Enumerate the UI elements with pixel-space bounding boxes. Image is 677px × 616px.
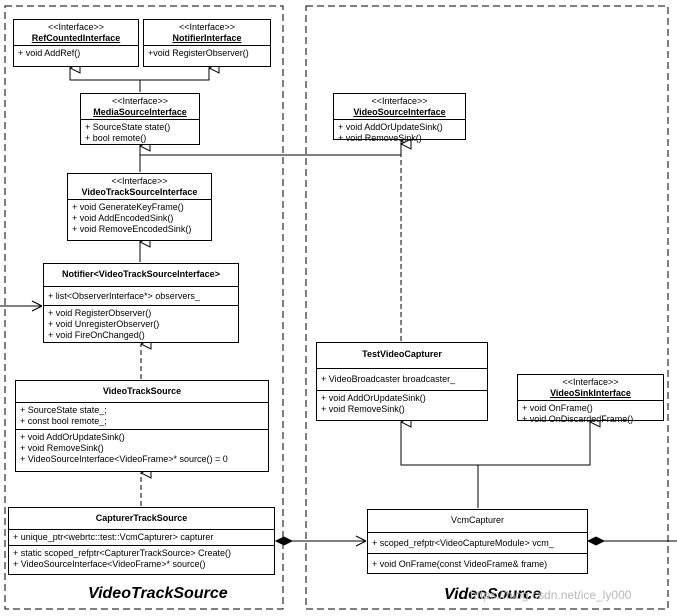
class-header: CapturerTrackSource [9, 508, 274, 530]
class-name: VideoTrackSourceInterface [81, 187, 198, 197]
method-item: + VideoSourceInterface<VideoFrame>* sour… [20, 454, 228, 464]
method-item: + void FireOnChanged() [48, 330, 145, 340]
method-item: + VideoSourceInterface<VideoFrame>* sour… [13, 559, 206, 569]
class-videosinkinterface[interactable]: <<Interface>> VideoSinkInterface + void … [517, 374, 664, 424]
class-name: CapturerTrackSource [95, 513, 188, 523]
class-header: <<Interface>> VideoSinkInterface [518, 375, 663, 401]
class-notifier[interactable]: Notifier<VideoTrackSourceInterface> + li… [43, 263, 239, 343]
methods-section: + void AddRef() [14, 46, 138, 61]
stereotype-label: <<Interface>> [178, 22, 236, 32]
class-name: VcmCapturer [450, 515, 504, 525]
class-name: VideoTrackSource [102, 386, 182, 396]
method-item: + void OnFrame() [522, 403, 593, 413]
class-header: <<Interface>> NotifierInterface [144, 20, 270, 46]
stereotype-label: <<Interface>> [111, 176, 168, 186]
methods-section: + static scoped_refptr<CapturerTrackSour… [9, 546, 274, 572]
stereotype-label: <<Interface>> [47, 22, 105, 32]
class-videotracksourceinterface[interactable]: <<Interface>> VideoTrackSourceInterface … [67, 173, 212, 241]
class-name: VideoSourceInterface [353, 107, 446, 117]
method-item: + SourceState state() [85, 122, 171, 132]
method-item: + void UnregisterObserver() [48, 319, 160, 329]
attribute-item: + scoped_refptr<VideoCaptureModule> vcm_ [372, 538, 554, 548]
class-header: <<Interface>> VideoSourceInterface [334, 94, 465, 120]
inheritance-arrows-vcm [401, 422, 590, 508]
class-name: Notifier<VideoTrackSourceInterface> [62, 269, 220, 279]
method-item: + void AddRef() [18, 48, 81, 58]
method-item: + bool remote() [85, 133, 147, 143]
class-header: TestVideoCapturer [317, 343, 487, 369]
class-header: <<Interface>> VideoTrackSourceInterface [68, 174, 211, 200]
attribute-item: + VideoBroadcaster broadcaster_ [321, 374, 456, 384]
package-name-left: VideoTrackSource [88, 585, 228, 602]
package-frame-videosource [305, 5, 669, 610]
attributes-section: + list<ObserverInterface*> observers_ [44, 287, 238, 306]
class-notifierinterface[interactable]: <<Interface>> NotifierInterface +void Re… [143, 19, 271, 67]
package-frame-videotracksource [4, 5, 284, 610]
class-header: VideoTrackSource [16, 381, 268, 403]
method-item: + void GenerateKeyFrame() [72, 202, 184, 212]
class-refcountedinterface[interactable]: <<Interface>> RefCountedInterface + void… [13, 19, 139, 67]
composition-diamond [274, 536, 294, 546]
methods-section: + void AddOrUpdateSink() + void RemoveSi… [16, 430, 268, 467]
class-name: TestVideoCapturer [362, 349, 442, 359]
attribute-item: + unique_ptr<webrtc::test::VcmCapturer> … [13, 532, 214, 542]
class-capturertracksource[interactable]: CapturerTrackSource + unique_ptr<webrtc:… [8, 507, 275, 575]
attribute-item: + SourceState state_; [20, 405, 107, 415]
method-item: + void OnDiscardedFrame() [522, 414, 634, 424]
method-item: + void RemoveEncodedSink() [72, 224, 192, 234]
class-header: <<Interface>> MediaSourceInterface [81, 94, 199, 120]
class-header: Notifier<VideoTrackSourceInterface> [44, 264, 238, 287]
class-name: VideoSinkInterface [550, 388, 631, 398]
class-testvideocapturer[interactable]: TestVideoCapturer + VideoBroadcaster bro… [316, 342, 488, 421]
method-item: + void AddOrUpdateSink() [321, 393, 426, 403]
stereotype-label: <<Interface>> [111, 96, 169, 106]
attributes-section: + VideoBroadcaster broadcaster_ [317, 369, 487, 391]
methods-section: + SourceState state() + bool remote() [81, 120, 199, 146]
attribute-item: + list<ObserverInterface*> observers_ [48, 291, 200, 301]
stereotype-label: <<Interface>> [562, 377, 619, 387]
method-item: + void OnFrame(const VideoFrame& frame) [372, 559, 548, 569]
methods-section: + void RegisterObserver() + void Unregis… [44, 306, 238, 343]
method-item: + void AddEncodedSink() [72, 213, 174, 223]
composition-diamond-vcm [586, 536, 606, 546]
attributes-section: + scoped_refptr<VideoCaptureModule> vcm_ [368, 533, 587, 554]
methods-section: + void AddOrUpdateSink() + void RemoveSi… [334, 120, 465, 146]
class-videosourceinterface[interactable]: <<Interface>> VideoSourceInterface + voi… [333, 93, 466, 143]
stereotype-label: <<Interface>> [371, 96, 428, 106]
method-item: + void AddOrUpdateSink() [20, 432, 125, 442]
package-name-right: VideoSource [444, 586, 542, 603]
methods-section: + void GenerateKeyFrame() + void AddEnco… [68, 200, 211, 237]
methods-section: +void RegisterObserver() [144, 46, 270, 61]
class-name: NotifierInterface [172, 33, 242, 43]
class-header: <<Interface>> RefCountedInterface [14, 20, 138, 46]
inheritance-arrows-top [70, 68, 209, 92]
class-vcmcapturer[interactable]: VcmCapturer + scoped_refptr<VideoCapture… [367, 509, 588, 574]
attribute-item: + const bool remote_; [20, 416, 107, 426]
attributes-section: + SourceState state_; + const bool remot… [16, 403, 268, 430]
class-name: RefCountedInterface [31, 33, 121, 43]
attributes-section: + unique_ptr<webrtc::test::VcmCapturer> … [9, 530, 274, 546]
method-item: + void RemoveSink() [20, 443, 104, 453]
method-item: + void RemoveSink() [338, 133, 422, 143]
methods-section: + void AddOrUpdateSink() + void RemoveSi… [317, 391, 487, 417]
methods-section: + void OnFrame(const VideoFrame& frame) [368, 554, 587, 574]
watermark-text: https://blog.csdn.net/ice_ly000 [470, 588, 632, 602]
method-item: + void RemoveSink() [321, 404, 405, 414]
method-item: +void RegisterObserver() [148, 48, 249, 58]
method-item: + void AddOrUpdateSink() [338, 122, 443, 132]
method-item: + static scoped_refptr<CapturerTrackSour… [13, 548, 232, 558]
class-videotracksource[interactable]: VideoTrackSource + SourceState state_; +… [15, 380, 269, 472]
methods-section: + void OnFrame() + void OnDiscardedFrame… [518, 401, 663, 427]
class-mediasourceinterface[interactable]: <<Interface>> MediaSourceInterface + Sou… [80, 93, 200, 145]
class-name: MediaSourceInterface [93, 107, 187, 117]
class-header: VcmCapturer [368, 510, 587, 533]
method-item: + void RegisterObserver() [48, 308, 152, 318]
